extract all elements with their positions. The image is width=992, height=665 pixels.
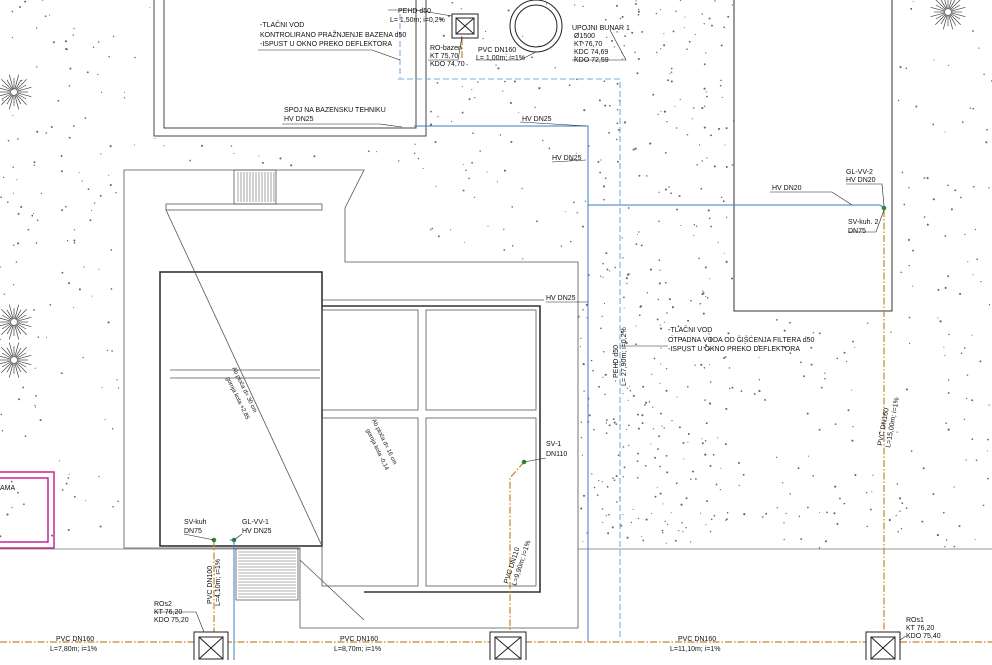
ground-texture xyxy=(0,0,992,549)
inspection-shaft-ro-bazen xyxy=(451,13,479,39)
label-pvc-vertical: L=4,10m; i=1% xyxy=(215,559,222,606)
label-pvc-bottom: L=7,80m; i=1% xyxy=(50,646,97,653)
soakaway-well-icon xyxy=(509,0,563,53)
label-pehd: L= 1,50m; i=0,2% xyxy=(390,17,445,24)
shrub-icon xyxy=(930,0,966,30)
label-sv-kuh: DN75 xyxy=(184,528,202,535)
label-pvc-bottom: L=11,10m; i=1% xyxy=(670,646,720,653)
house-outline xyxy=(123,169,579,629)
label-pehd-vertical: L= 27,90m; i=0,2% xyxy=(621,327,628,386)
label-gl-vv-2: GL-VV-2 xyxy=(846,169,873,176)
label-pvc-bottom: PVC DN160 xyxy=(340,636,378,643)
label-sv1: SV-1 xyxy=(546,441,561,448)
label-gl-vv-1: GL-VV-1 xyxy=(242,519,269,526)
label-pvc-vertical: PVC DN100 xyxy=(207,566,214,604)
label-sv-kuh: SV-kuh xyxy=(184,519,207,526)
label-ama: AMA xyxy=(0,485,16,492)
boundary-box-left xyxy=(0,471,55,549)
label-hv: HV DN20 xyxy=(772,185,802,192)
right-building-outline xyxy=(733,0,893,312)
label-gl-vv-2: HV DN20 xyxy=(846,177,876,184)
label-filter: -TLAČNI VOD xyxy=(668,325,712,334)
label-pvc: PVC DN160 xyxy=(478,47,516,54)
label-ros1: KT 76,20 xyxy=(906,625,934,632)
label-soakaway: UPOJNI BUNAR 1 xyxy=(572,25,630,32)
label-pvc-bottom: PVC DN160 xyxy=(56,636,94,643)
shrub-icon-group xyxy=(0,0,966,378)
label-ros2: KDO 75,20 xyxy=(154,617,189,624)
label-soakaway: Ø1500 xyxy=(574,33,595,40)
label-ros1: KDO 75,40 xyxy=(906,633,941,640)
shrub-icon xyxy=(0,304,32,340)
label-pvc-bottom: PVC DN160 xyxy=(678,636,716,643)
inspection-shaft-mid xyxy=(489,631,527,663)
sewer-lines xyxy=(0,26,992,643)
water-lines xyxy=(230,125,885,660)
label-ro-bazen: KT 75,70 xyxy=(430,53,458,60)
label-sv-kuh-2: SV-kuh. 2 xyxy=(848,219,878,226)
shrub-icon xyxy=(0,74,32,110)
label-ros2: ROs2 xyxy=(154,601,172,608)
inspection-shaft-group xyxy=(193,13,901,663)
label-spoj: SPOJ NA BAZENSKU TEHNIKU xyxy=(284,107,386,114)
label-ros2: KT 76,20 xyxy=(154,609,182,616)
label-sv1: DN110 xyxy=(546,451,567,458)
leader-lines xyxy=(154,9,907,641)
label-ro-bazen: KDO 74,70 xyxy=(430,61,465,68)
label-pool-pressure: -TLAČNI VOD xyxy=(260,20,304,29)
label-pvc-bottom: L=8,70m; i=1% xyxy=(334,646,381,653)
pool-outline xyxy=(153,0,427,137)
pressure-lines xyxy=(398,14,621,640)
inspection-shaft-ros2 xyxy=(193,631,229,663)
label-soakaway: KDC 74,69 xyxy=(574,49,608,56)
label-pehd-vertical: PEHD d50 xyxy=(613,345,620,378)
label-soakaway: KT 76,70 xyxy=(574,41,602,48)
label-filter: -ISPUST U OKNO PREKO DEFLEKTORA xyxy=(668,346,800,353)
label-gl-vv-1: HV DN25 xyxy=(242,528,272,535)
label-ro-bazen: RO-bazen xyxy=(430,45,462,52)
label-soakaway: KDO 72,59 xyxy=(574,57,609,64)
label-hv: HV DN25 xyxy=(552,155,582,162)
label-pehd: PEHD d50 xyxy=(398,8,431,15)
shrub-icon xyxy=(0,342,32,378)
inspection-shaft-ros1 xyxy=(865,631,901,663)
label-pool-pressure: -ISPUST U OKNO PREKO DEFLEKTORA xyxy=(260,41,392,48)
label-filter: OTPADNA VODA OD ČIŠĆENJA FILTERA d50 xyxy=(668,335,815,344)
label-hv: HV DN25 xyxy=(522,116,552,123)
label-spoj: HV DN25 xyxy=(284,116,314,123)
label-ros1: ROs1 xyxy=(906,617,924,624)
label-hv: HV DN25 xyxy=(546,295,576,302)
label-pool-pressure: KONTROLIRANO PRAŽNJENJE BAZENA d50 xyxy=(260,30,406,39)
label-sv-kuh-2: DN75 xyxy=(848,228,866,235)
label-pvc: L= 1,00m; i=1% xyxy=(476,55,525,62)
